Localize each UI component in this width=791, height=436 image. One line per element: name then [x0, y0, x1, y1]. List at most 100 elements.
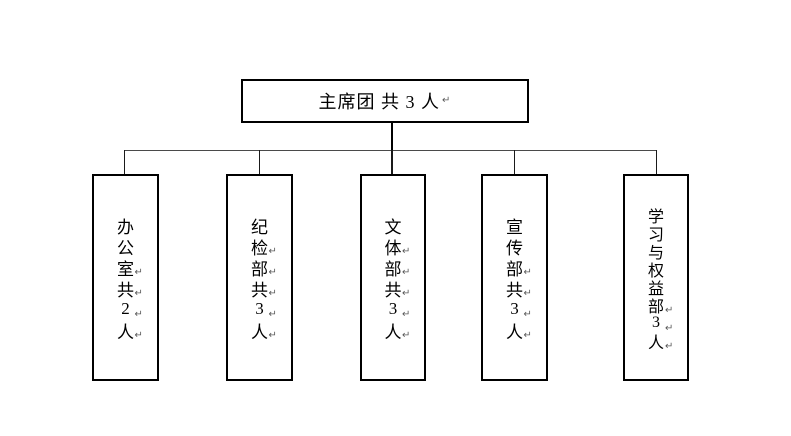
linebreak-mark: ↵ — [268, 246, 277, 258]
vertical-text-line: 共 ↵ — [483, 278, 546, 300]
root-node-label: 主席团 共 3 人 — [318, 92, 441, 112]
linebreak-mark: ↵ — [134, 267, 143, 279]
dept-character: 习 — [647, 226, 664, 244]
vertical-text-line: 文 — [362, 215, 424, 237]
dept-character: 人 — [117, 322, 134, 342]
dept-node-culture-sports: 文 体 ↵ 部 ↵ 共 ↵ 3 ↵ 人 — [360, 174, 426, 381]
connector-drop-study-rights — [656, 150, 657, 174]
vertical-text-line: 人 ↵ — [625, 332, 687, 352]
vertical-text-line: 3 ↵ — [228, 299, 291, 320]
vertical-text-line: 部 ↵ — [625, 296, 687, 316]
dept-character: 部 — [506, 259, 523, 279]
linebreak-mark: ↵ — [442, 95, 452, 106]
dept-character: 人 — [384, 322, 402, 342]
linebreak-mark: ↵ — [134, 309, 143, 321]
linebreak-mark: ↵ — [134, 330, 143, 342]
connector-horizontal-bus — [124, 150, 657, 151]
linebreak-mark: ↵ — [402, 330, 411, 342]
vertical-text-line: 检 ↵ — [228, 236, 291, 258]
dept-character: 室 — [117, 259, 134, 279]
linebreak-mark: ↵ — [523, 330, 532, 342]
linebreak-mark: ↵ — [665, 322, 674, 334]
vertical-text-line: 宣 — [483, 215, 546, 237]
linebreak-mark: ↵ — [134, 288, 143, 300]
dept-character: 文 — [384, 217, 402, 237]
vertical-text-line: 3 ↵ — [625, 313, 687, 334]
dept-character: 学 — [647, 208, 664, 226]
dept-character: 办 — [117, 217, 134, 237]
vertical-text-line: 共 ↵ — [228, 278, 291, 300]
dept-node-publicity: 宣 传 部 ↵ 共 ↵ 3 ↵ 人 — [481, 174, 548, 381]
dept-character: 传 — [506, 238, 523, 258]
vertical-text-line: 人 ↵ — [228, 320, 291, 342]
dept-character: 公 — [117, 238, 134, 258]
vertical-text-line: 共 ↵ — [94, 278, 157, 300]
dept-character: 3 — [652, 313, 660, 331]
vertical-text-line: 纪 — [228, 215, 291, 237]
vertical-text-line: 习 — [625, 224, 687, 244]
linebreak-mark: ↵ — [402, 267, 411, 279]
root-node-presidium: 主席团 共 3 人↵ — [241, 79, 529, 123]
vertical-text-line: 部 ↵ — [483, 257, 546, 279]
vertical-text-line: 3 ↵ — [362, 299, 424, 320]
vertical-text-line: 权 — [625, 260, 687, 280]
linebreak-mark: ↵ — [268, 288, 277, 300]
vertical-text-line: 体 ↵ — [362, 236, 424, 258]
linebreak-mark: ↵ — [523, 288, 532, 300]
dept-node-study-rights: 学 习 与 权 益 部 — [623, 174, 689, 381]
vertical-text-line: 与 — [625, 242, 687, 262]
connector-root-stub — [391, 123, 393, 151]
vertical-text-line: 室 ↵ — [94, 257, 157, 279]
vertical-text-line: 3 ↵ — [483, 299, 546, 320]
vertical-text-line: 部 ↵ — [362, 257, 424, 279]
vertical-text-line: 办 — [94, 215, 157, 237]
dept-character: 宣 — [506, 217, 523, 237]
vertical-text-line: 2 ↵ — [94, 299, 157, 320]
dept-character: 3 — [510, 299, 519, 318]
dept-character: 益 — [647, 280, 664, 298]
linebreak-mark: ↵ — [268, 267, 277, 279]
dept-character: 人 — [506, 322, 523, 342]
dept-node-discipline: 纪 检 ↵ 部 ↵ 共 ↵ 3 ↵ 人 — [226, 174, 293, 381]
dept-character: 纪 — [251, 217, 268, 237]
connector-drop-office — [124, 150, 125, 174]
dept-character: 体 — [384, 238, 402, 258]
dept-character: 人 — [647, 334, 664, 352]
dept-character: 3 — [388, 299, 398, 318]
linebreak-mark: ↵ — [268, 309, 277, 321]
linebreak-mark: ↵ — [523, 267, 532, 279]
linebreak-mark: ↵ — [665, 304, 674, 316]
linebreak-mark: ↵ — [268, 330, 277, 342]
vertical-text-line: 益 — [625, 278, 687, 298]
linebreak-mark: ↵ — [523, 309, 532, 321]
dept-character: 部 — [384, 259, 402, 279]
vertical-text-line: 公 — [94, 236, 157, 258]
linebreak-mark: ↵ — [665, 340, 674, 352]
vertical-text-line: 部 ↵ — [228, 257, 291, 279]
dept-character: 共 — [117, 280, 134, 300]
linebreak-mark: ↵ — [402, 288, 411, 300]
vertical-text-line: 学 — [625, 206, 687, 226]
dept-character: 部 — [647, 298, 664, 316]
connector-drop-culture-sports — [391, 150, 393, 174]
connector-drop-publicity — [514, 150, 515, 174]
linebreak-mark: ↵ — [402, 309, 411, 321]
dept-node-office: 办 公 室 ↵ 共 ↵ 2 ↵ 人 — [92, 174, 159, 381]
dept-character: 共 — [384, 280, 402, 300]
dept-character: 共 — [506, 280, 523, 300]
vertical-text-line: 共 ↵ — [362, 278, 424, 300]
dept-character: 检 — [251, 238, 268, 258]
dept-character: 与 — [647, 244, 664, 262]
dept-character: 2 — [121, 299, 130, 318]
dept-character: 部 — [251, 259, 268, 279]
vertical-text-line: 人 ↵ — [362, 320, 424, 342]
vertical-text-line: 传 — [483, 236, 546, 258]
vertical-text-line: 人 ↵ — [483, 320, 546, 342]
dept-character: 人 — [251, 322, 268, 342]
dept-character: 权 — [647, 262, 664, 280]
linebreak-mark: ↵ — [402, 246, 411, 258]
dept-character: 3 — [255, 299, 264, 318]
vertical-text-line: 人 ↵ — [94, 320, 157, 342]
connector-drop-discipline — [259, 150, 260, 174]
